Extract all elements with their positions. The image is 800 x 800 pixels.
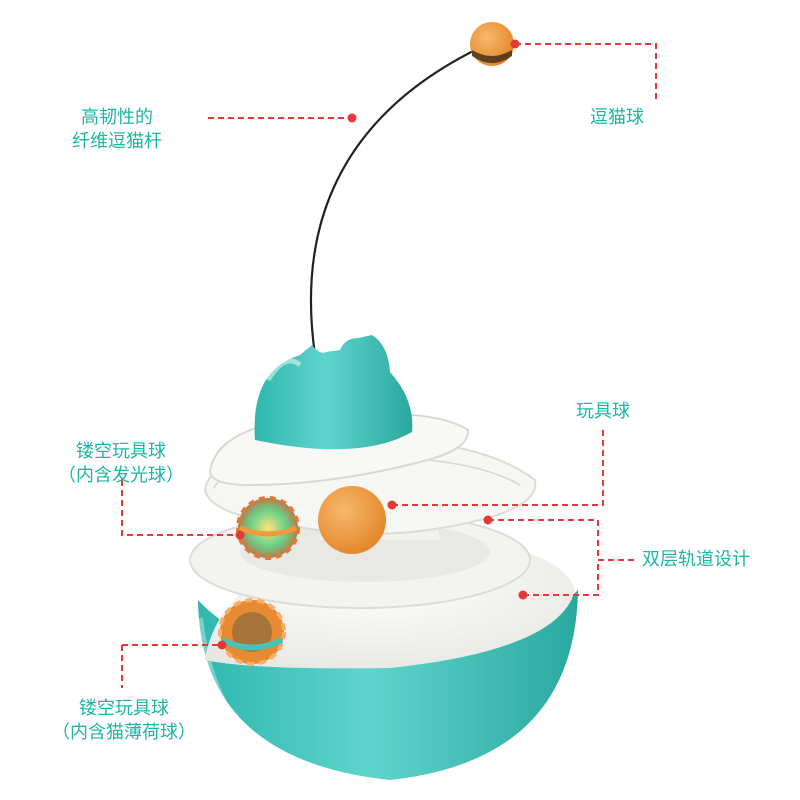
callout-track-upper bbox=[488, 519, 599, 560]
teaser-ball bbox=[470, 22, 514, 66]
label-glow-ball-line2: （内含发光球） bbox=[58, 465, 184, 486]
glow-hollow-ball bbox=[236, 496, 300, 560]
callout-glow-ball bbox=[121, 480, 240, 536]
callout-toy-ball bbox=[392, 430, 604, 506]
teal-base bbox=[197, 590, 578, 780]
label-catnip-ball-line2: （内含猫薄荷球） bbox=[52, 722, 196, 743]
callout-cat-ball bbox=[515, 43, 657, 100]
label-rod-line2: 纤维逗猫杆 bbox=[72, 131, 162, 152]
label-glow-ball: 镂空玩具球 （内含发光球） bbox=[58, 440, 184, 488]
label-toy-ball: 玩具球 bbox=[576, 401, 630, 422]
teaser-rod bbox=[309, 40, 493, 356]
callout-dots bbox=[217, 39, 528, 650]
label-cat-ball: 逗猫球 bbox=[590, 107, 644, 128]
label-catnip-ball-line1: 镂空玩具球 bbox=[79, 698, 169, 719]
catnip-hollow-ball bbox=[218, 598, 286, 666]
label-glow-ball-line1: 镂空玩具球 bbox=[76, 441, 166, 462]
label-rod: 高韧性的 纤维逗猫杆 bbox=[72, 106, 162, 154]
toy-ball-orange bbox=[318, 486, 386, 554]
label-rod-line1: 高韧性的 bbox=[81, 107, 153, 128]
callout-lines bbox=[121, 43, 657, 688]
cat-head-dome bbox=[254, 335, 413, 450]
label-catnip-ball: 镂空玩具球 （内含猫薄荷球） bbox=[52, 697, 196, 745]
label-double-track: 双层轨道设计 bbox=[642, 549, 750, 570]
callout-catnip-ball bbox=[121, 644, 222, 688]
callout-track-lower bbox=[523, 560, 599, 596]
